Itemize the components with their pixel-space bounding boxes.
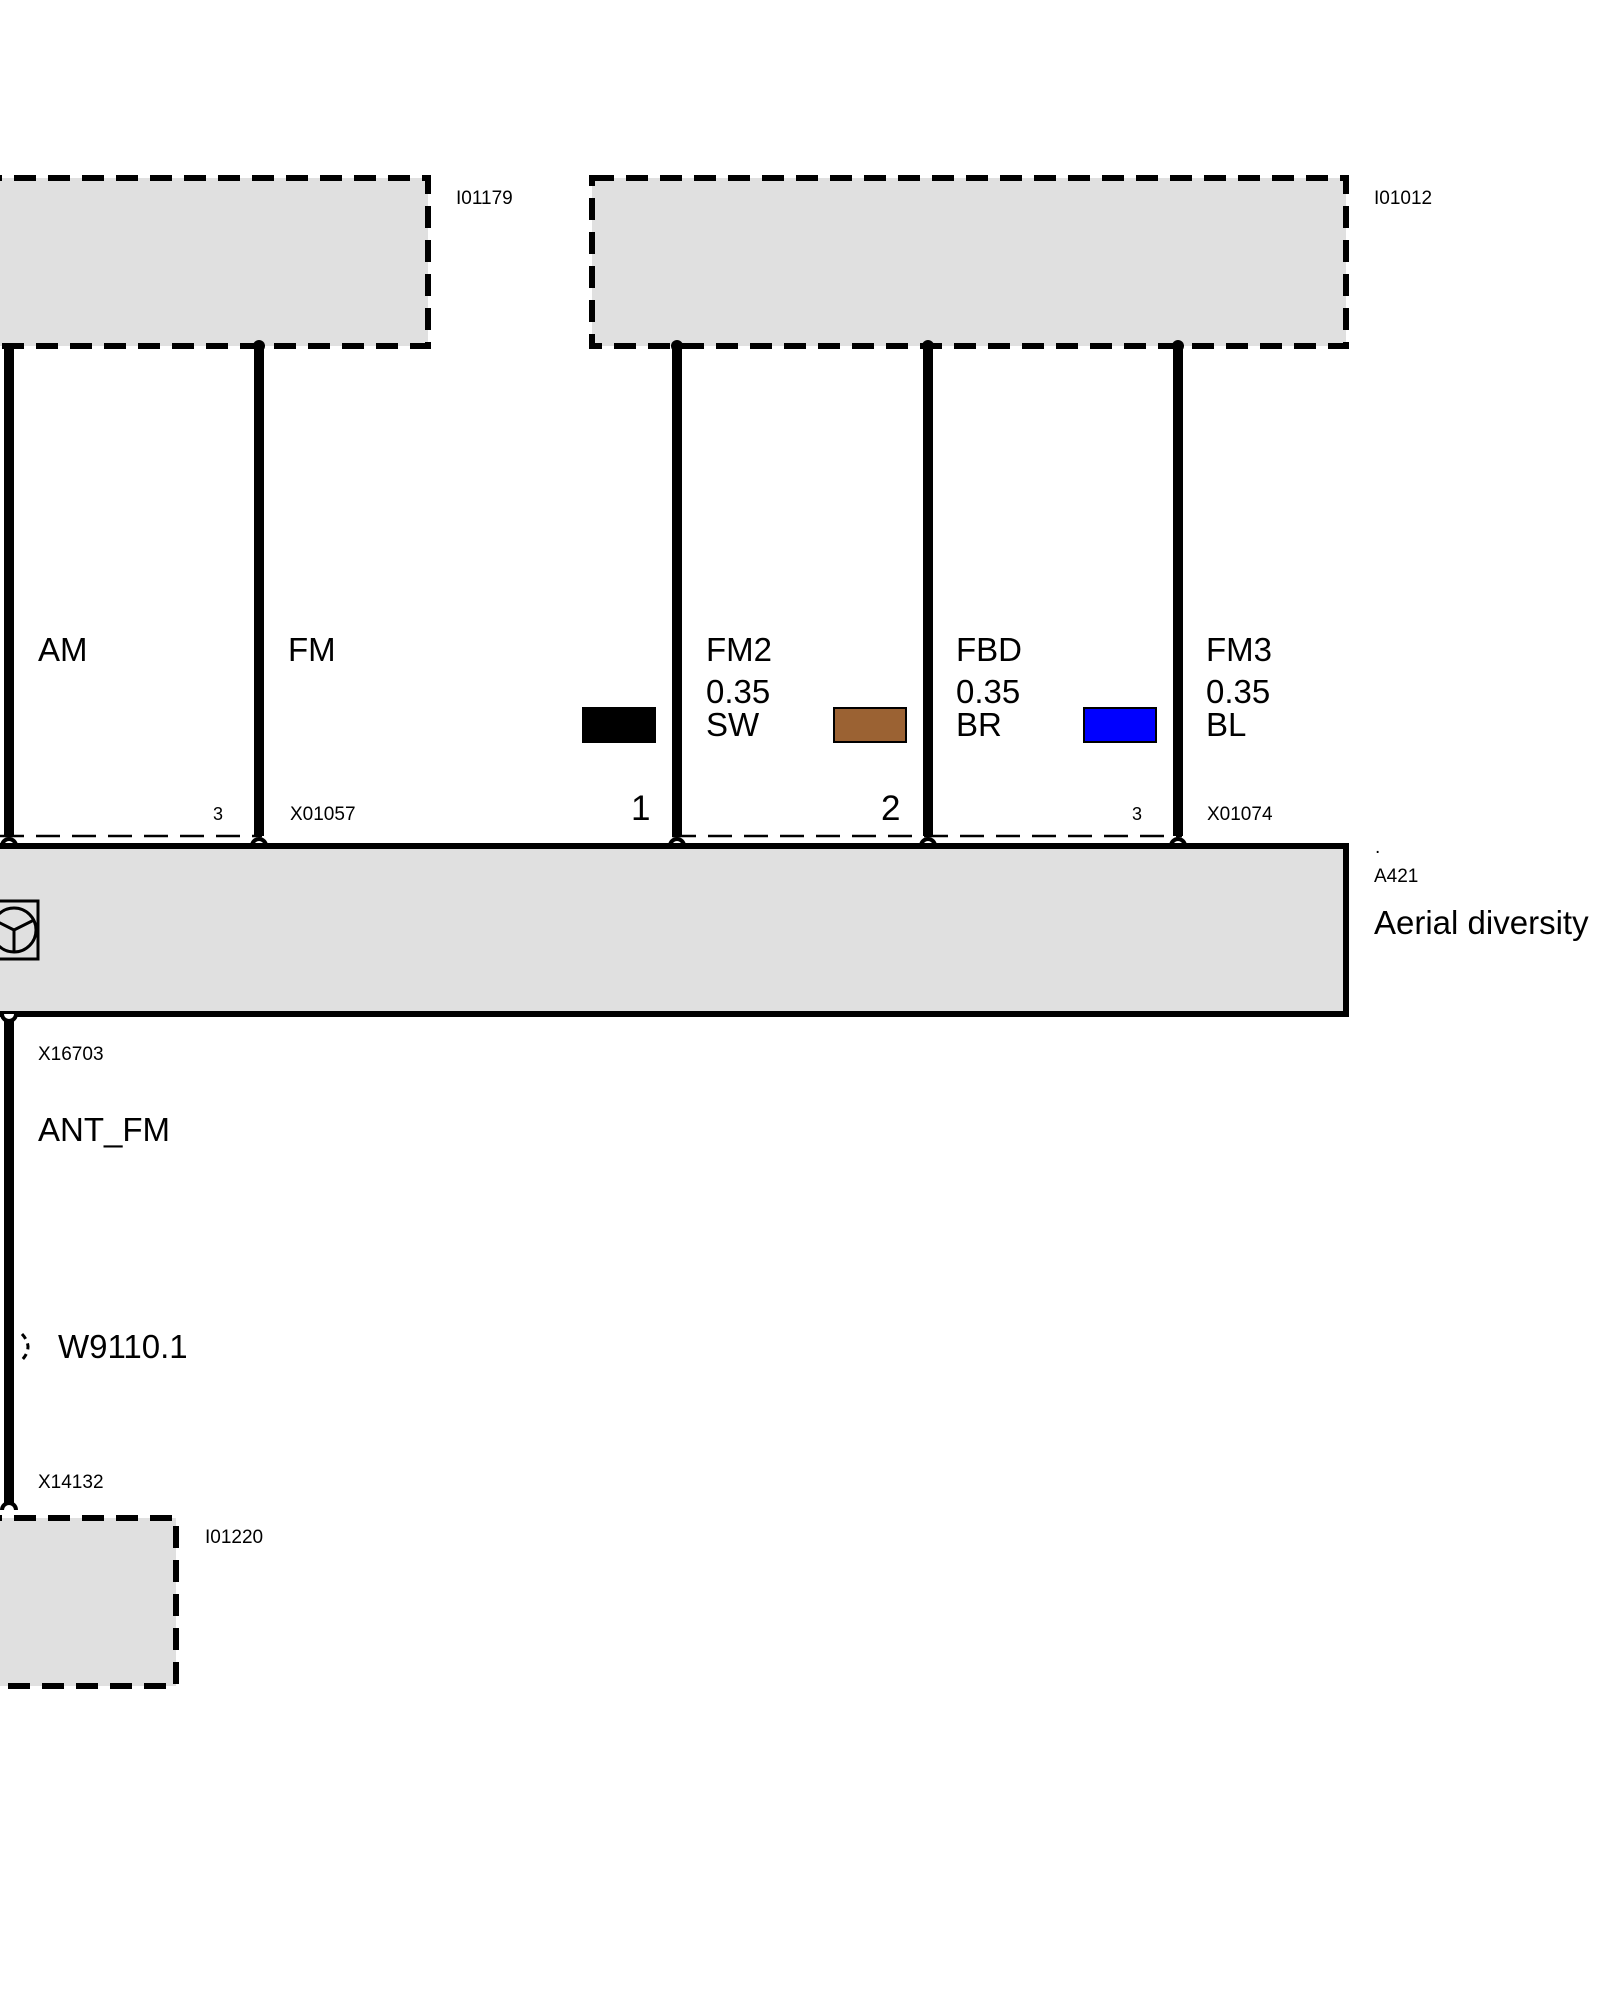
- wire-dot-fm3: [1172, 340, 1184, 352]
- cable-shield-marker: [20, 1332, 30, 1362]
- antenna-amplifier-icon: [0, 899, 40, 961]
- component-id-top-left: I01179: [456, 188, 513, 209]
- wire-label-am: AM: [38, 631, 88, 668]
- connector-id-x01074: X01074: [1207, 804, 1273, 825]
- wire-label-fbd: FBD: [956, 631, 1022, 668]
- component-box-top-right[interactable]: [589, 175, 1349, 349]
- component-id-bottom-left: I01220: [205, 1527, 263, 1548]
- module-id-a421: A421: [1374, 866, 1418, 887]
- connector-id-x01057: X01057: [290, 804, 356, 825]
- wire-dot-fbd: [922, 340, 934, 352]
- cable-id-w9110: W9110.1: [58, 1328, 188, 1365]
- connector-pin-label-3: 3: [1132, 804, 1142, 824]
- wire-gauge-fbd: 0.35: [956, 673, 1020, 710]
- pin-contact-x16703: [0, 1013, 18, 1023]
- wire-color-swatch-fm2: [582, 707, 656, 743]
- component-id-top-right: I01012: [1374, 188, 1432, 209]
- wire-dot-fm: [253, 340, 265, 352]
- module-name: Aerial diversity: [1374, 904, 1589, 941]
- wire-color-code-fm3: BL: [1206, 706, 1246, 743]
- wire-dot-fm2: [671, 340, 683, 352]
- module-box-a421[interactable]: [0, 843, 1349, 1017]
- wire-gauge-fm3: 0.35: [1206, 673, 1270, 710]
- wire-label-fm2: FM2: [706, 631, 772, 668]
- connector-id-x16703: X16703: [38, 1044, 104, 1065]
- wire-label-ant-fm: ANT_FM: [38, 1111, 170, 1148]
- wire-color-code-fbd: BR: [956, 706, 1002, 743]
- connector-id-x14132: X14132: [38, 1472, 104, 1493]
- wire-label-fm: FM: [288, 631, 336, 668]
- connector-pin-label-2: 2: [881, 789, 900, 828]
- component-box-bottom-left[interactable]: [0, 1515, 179, 1689]
- wire-color-code-fm2: SW: [706, 706, 760, 743]
- component-box-top-left[interactable]: [0, 175, 431, 349]
- wire-label-fm3: FM3: [1206, 631, 1272, 668]
- connector-pin-label-x01057: 3: [213, 804, 223, 824]
- wire-color-swatch-fm3: [1083, 707, 1157, 743]
- connector-pin-label-1: 1: [631, 789, 650, 828]
- wire-color-swatch-fbd: [833, 707, 907, 743]
- wire-gauge-fm2: 0.35: [706, 673, 770, 710]
- module-dot: .: [1375, 837, 1380, 858]
- pin-contact-x14132: [0, 1501, 18, 1511]
